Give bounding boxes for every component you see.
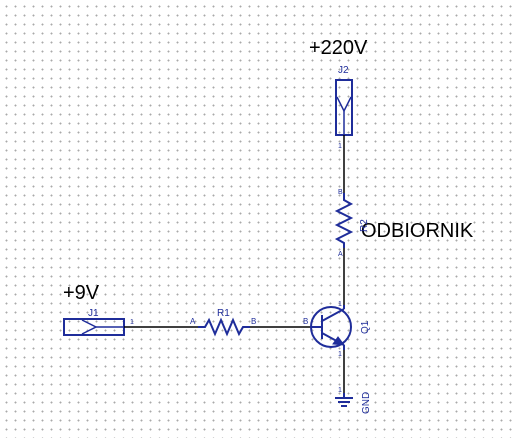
resistor-r1-symbol — [198, 317, 250, 337]
ground-symbol[interactable]: GND — [335, 392, 372, 414]
connector-j2-pin: 1 — [338, 143, 342, 150]
transistor-q1-collector — [321, 308, 345, 322]
q1-pin-base: B — [303, 317, 308, 326]
connector-j1-arrow — [81, 319, 98, 335]
supply-220v-label: +220V — [309, 37, 368, 59]
load-label: ODBIORNIK — [361, 220, 474, 242]
connector-j1-ref: J1 — [88, 308, 99, 319]
resistor-r2[interactable]: R2 — [334, 193, 370, 248]
resistor-r2-symbol — [334, 193, 354, 248]
r2-pin-a: A — [338, 251, 343, 258]
resistor-r2-ref: R2 — [359, 219, 370, 232]
r1-pin-a: A — [190, 317, 196, 326]
transistor-q1-ref: Q1 — [360, 320, 371, 334]
transistor-q1[interactable]: Q1 — [310, 305, 371, 350]
connector-j1-pin: 1 — [130, 319, 134, 326]
q1-pin-emitter: 1 — [338, 351, 342, 358]
connector-j2-arrow — [336, 96, 352, 113]
transistor-q1-arrow-icon — [332, 336, 346, 346]
resistor-r1-ref: R1 — [217, 308, 230, 319]
ground-ref: GND — [361, 392, 372, 414]
connector-j1[interactable]: J1 1 — [63, 308, 134, 336]
q1-pin-collector: 1 — [338, 301, 342, 308]
supply-9v-label: +9V — [63, 282, 100, 304]
r2-pin-b: B — [338, 189, 343, 196]
r1-pin-b: B — [251, 317, 256, 326]
connector-j2-ref: J2 — [338, 65, 349, 76]
resistor-r1[interactable]: R1 — [198, 308, 250, 337]
gnd-pin: 1 — [338, 387, 342, 394]
